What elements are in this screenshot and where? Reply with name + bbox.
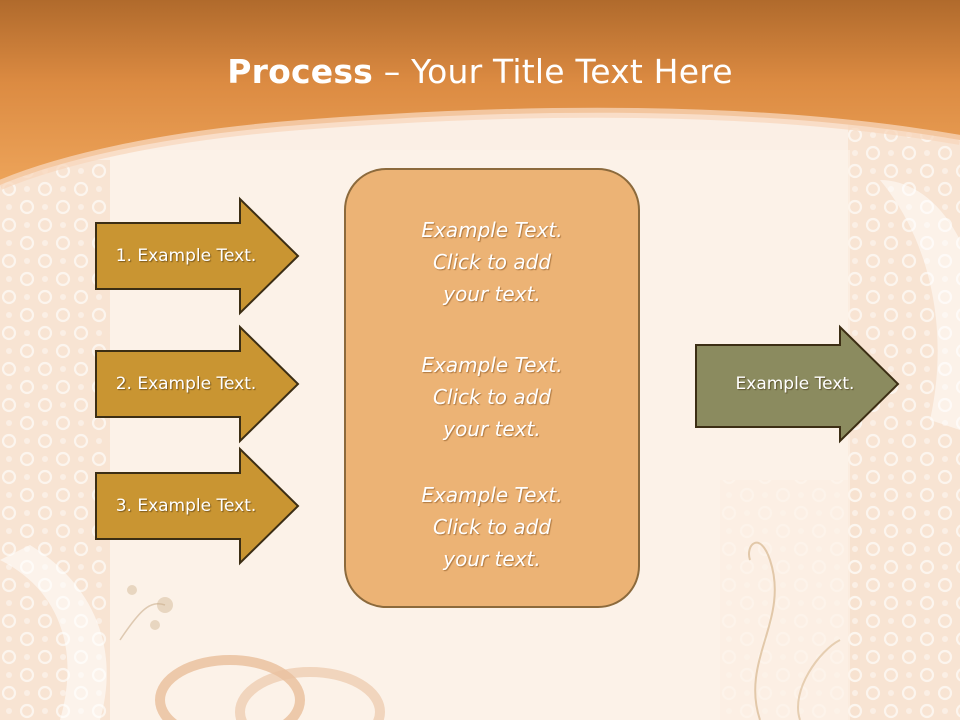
center-text-line: Click to add (432, 515, 552, 539)
arrow-shape (95, 324, 300, 444)
process-step-arrow-3[interactable]: 3. Example Text. (95, 446, 300, 566)
center-text-block-1[interactable]: Example Text. Click to add your text. (346, 214, 638, 310)
center-text-block-3[interactable]: Example Text. Click to add your text. (346, 479, 638, 575)
arrow-shape (95, 196, 300, 316)
process-step-label-3: 3. Example Text. (115, 496, 257, 516)
process-result-label: Example Text. (735, 374, 855, 394)
process-step-arrow-2[interactable]: 2. Example Text. (95, 324, 300, 444)
center-text-line: your text. (443, 547, 541, 571)
process-step-label-2: 2. Example Text. (115, 374, 257, 394)
center-text-line: your text. (443, 417, 541, 441)
process-step-label-1: 1. Example Text. (115, 246, 257, 266)
arrow-shape (695, 324, 900, 444)
arrow-shape (95, 446, 300, 566)
center-text-line: Example Text. (421, 483, 563, 507)
center-text-line: Click to add (432, 250, 552, 274)
process-center-box[interactable]: Example Text. Click to add your text. Ex… (344, 168, 640, 608)
center-text-block-2[interactable]: Example Text. Click to add your text. (346, 349, 638, 445)
process-step-arrow-1[interactable]: 1. Example Text. (95, 196, 300, 316)
title-rest-part: – Your Title Text Here (373, 52, 733, 91)
center-text-line: Click to add (432, 385, 552, 409)
slide-title[interactable]: Process – Your Title Text Here (0, 52, 960, 91)
center-text-line: Example Text. (421, 353, 563, 377)
title-bold-part: Process (227, 52, 374, 91)
process-result-arrow[interactable]: Example Text. (695, 324, 900, 444)
center-text-line: your text. (443, 282, 541, 306)
center-text-line: Example Text. (421, 218, 563, 242)
